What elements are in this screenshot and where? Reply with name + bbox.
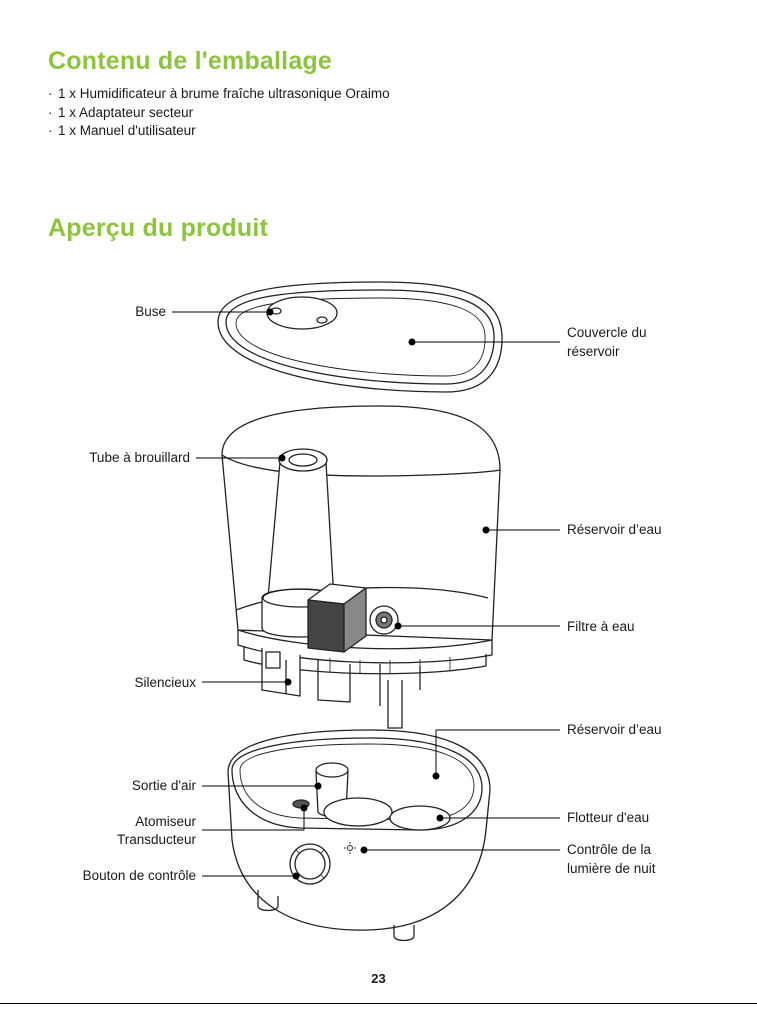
base-drawing (228, 730, 490, 941)
page-number: 23 (0, 971, 757, 986)
label-atomizer-line2: Transducteur (80, 830, 196, 849)
label-water-tank-upper: Réservoir d’eau (567, 520, 662, 539)
silencer-drawing (262, 648, 420, 728)
label-water-tank-lower: Réservoir d’eau (567, 720, 662, 739)
bottom-rule (0, 1003, 757, 1004)
label-water-float: Flotteur d'eau (567, 808, 649, 827)
label-control-knob: Bouton de contrôle (40, 866, 196, 885)
label-mist-tube: Tube à brouillard (40, 448, 190, 467)
label-air-outlet: Sortie d'air (80, 776, 196, 795)
tank-lid-drawing (218, 282, 502, 392)
label-tank-lid-line2: réservoir (567, 342, 620, 361)
label-night-light-line1: Contrôle de la (567, 840, 651, 859)
label-atomizer-line1: Atomiseur (80, 812, 196, 831)
label-night-light-line2: lumière de nuit (567, 859, 656, 878)
label-nozzle: Buse (80, 302, 166, 321)
label-silencer: Silencieux (80, 673, 196, 692)
label-water-filter: Filtre à eau (567, 617, 635, 636)
label-tank-lid-line1: Couvercle du (567, 323, 647, 342)
